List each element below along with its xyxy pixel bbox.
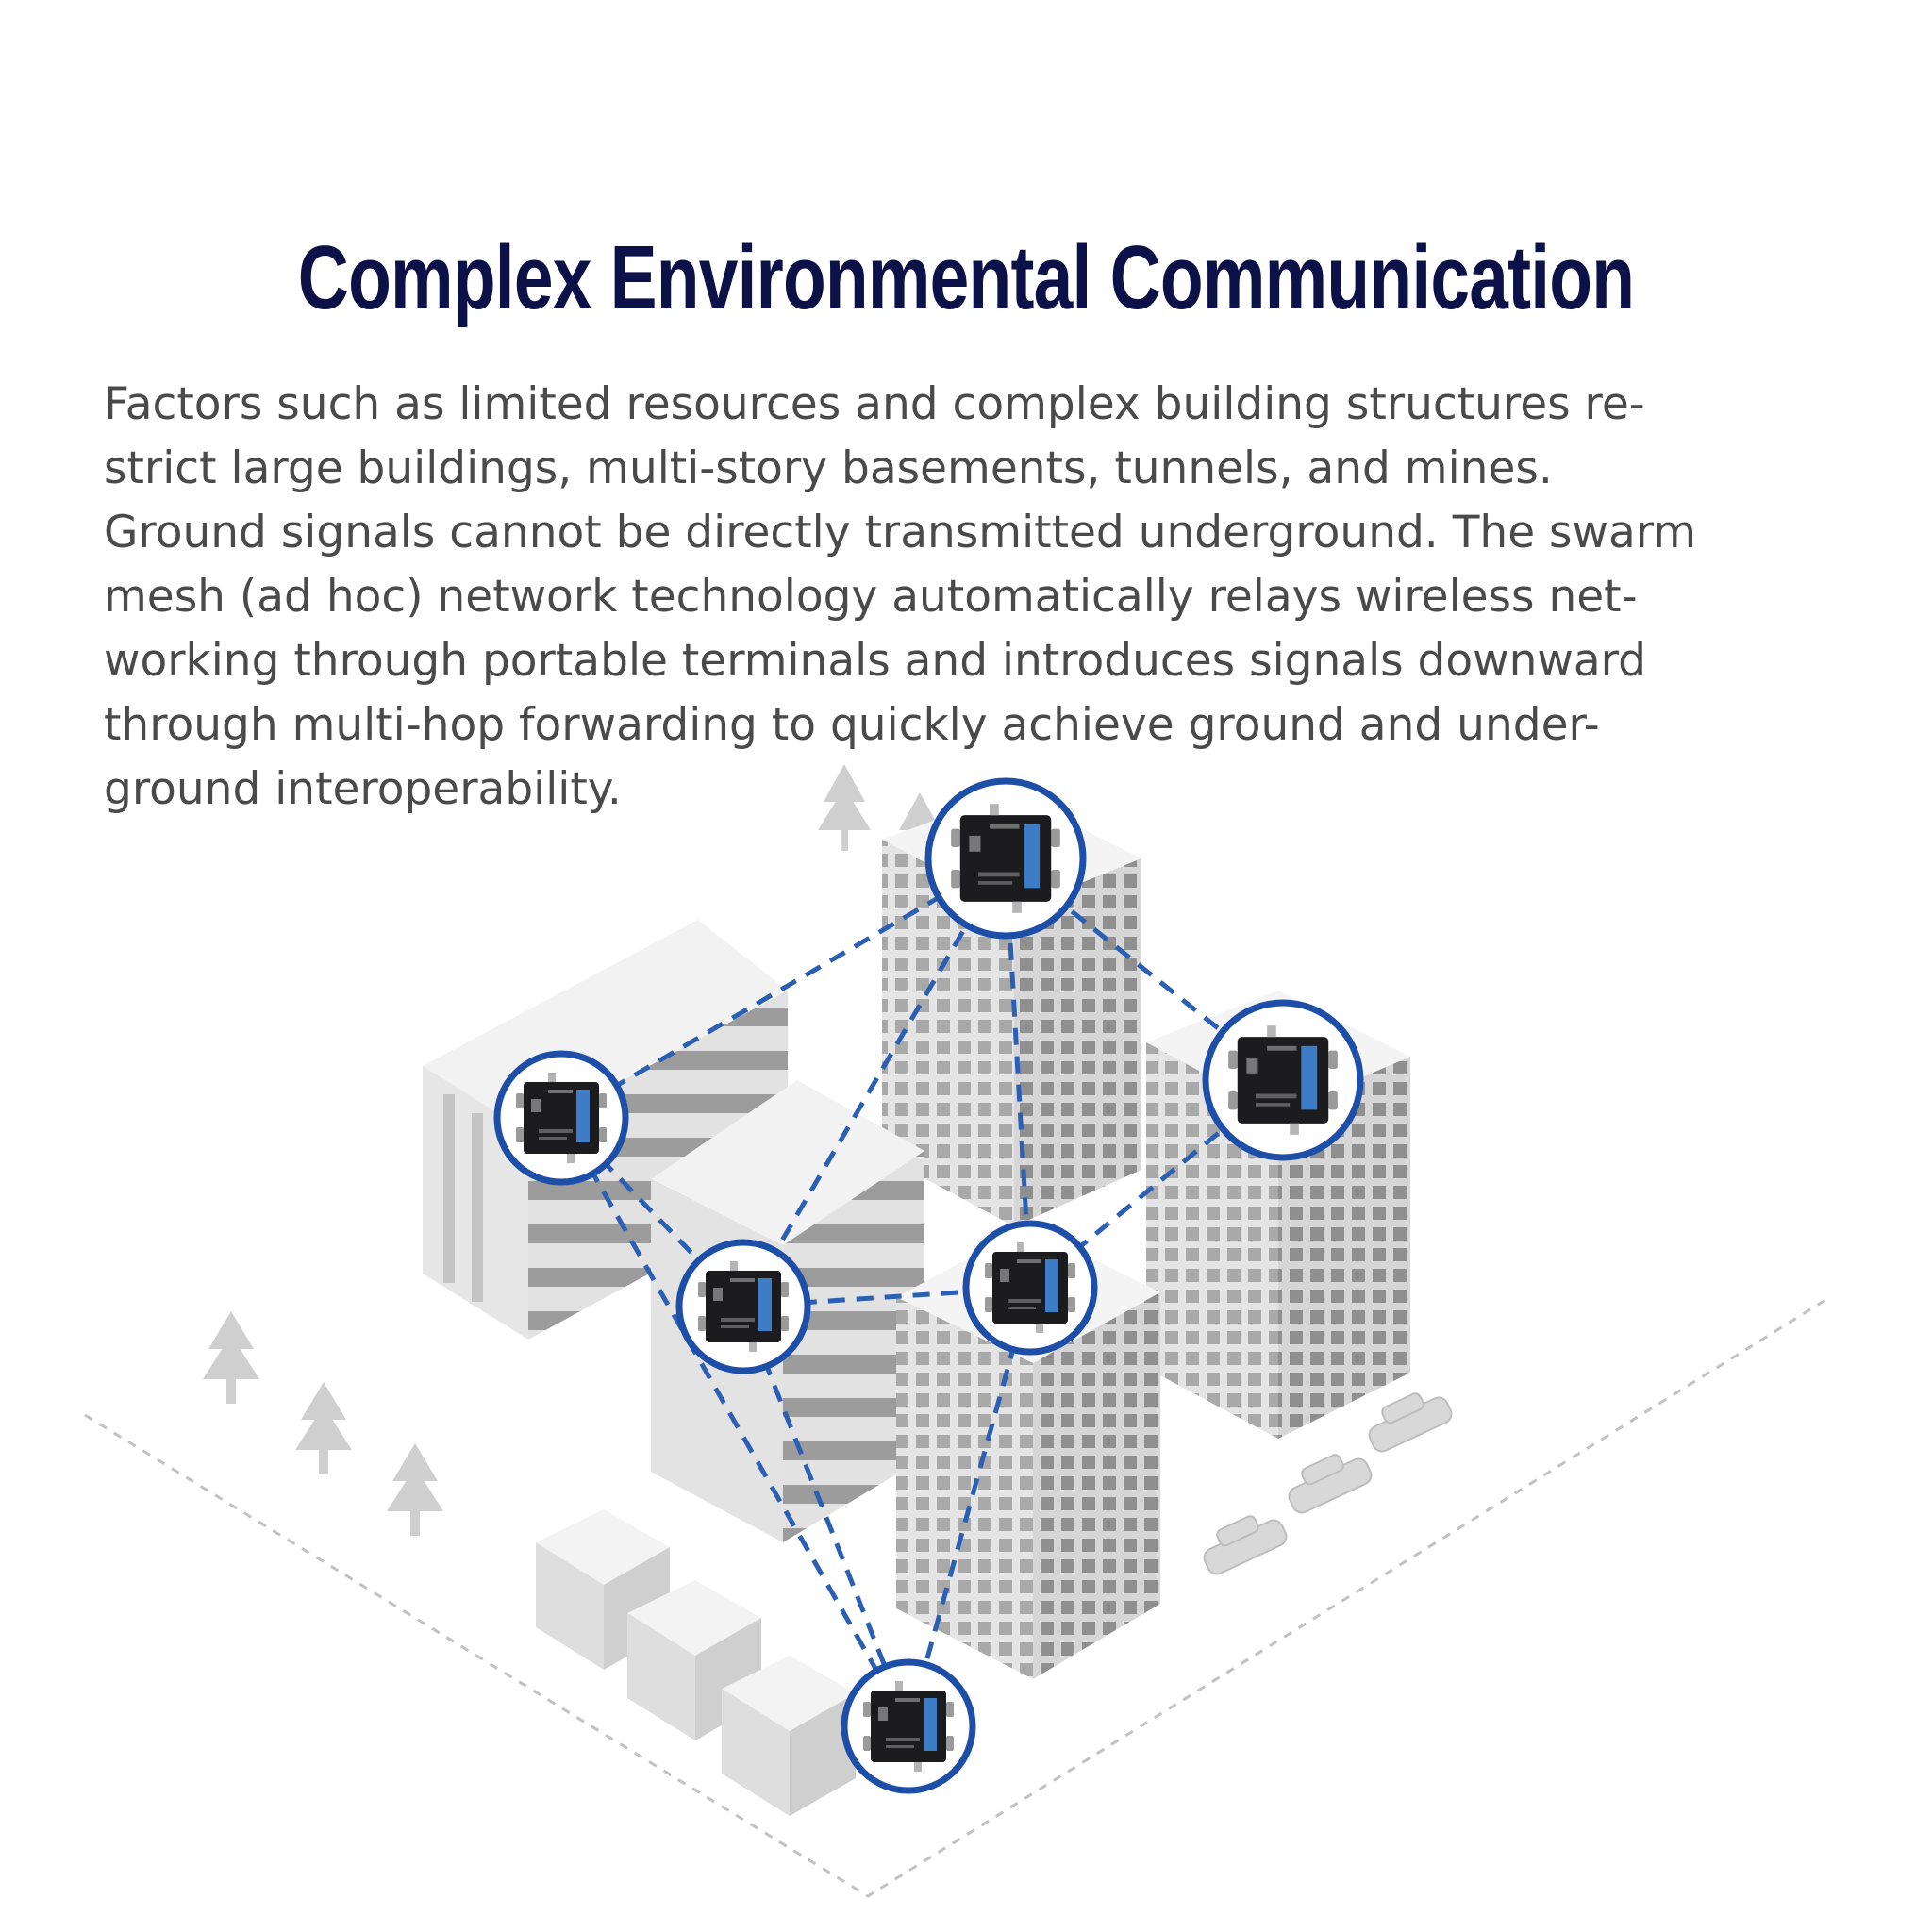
description-line: through multi-hop forwarding to quickly … [104, 699, 1600, 751]
mesh-nodes [493, 777, 1364, 1794]
mesh-link-left-top [559, 856, 1008, 1121]
description-paragraph: Factors such as limited resources and co… [104, 373, 1868, 822]
device-node-center-left [675, 1239, 811, 1374]
device-node-right [1202, 999, 1364, 1161]
router-device-icon [1228, 1025, 1338, 1135]
device-node-center-right [962, 1220, 1098, 1356]
router-device-icon [516, 1073, 607, 1163]
device-node-bottom [841, 1658, 976, 1794]
description-line: mesh (ad hoc) network technology automat… [104, 571, 1638, 623]
mesh-link-left-bottom [558, 1116, 911, 1728]
router-device-icon [951, 804, 1060, 913]
router-device-icon [863, 1681, 954, 1772]
description-line: strict large buildings, multi-story base… [104, 442, 1553, 494]
router-device-icon [985, 1242, 1075, 1333]
page-title: Complex Environmental Communication [297, 227, 1635, 328]
description-line: Ground signals cannot be directly transm… [104, 507, 1697, 558]
description-line: ground interoperability. [104, 763, 622, 815]
device-node-left [493, 1050, 629, 1186]
ground-outline [84, 1295, 1831, 1898]
mesh-link-center-left-bottom [741, 1306, 911, 1727]
car-icon [1203, 1392, 1453, 1575]
router-device-icon [698, 1261, 789, 1352]
description-line: Factors such as limited resources and co… [104, 378, 1645, 430]
mesh-link-top-center-left [741, 857, 1008, 1308]
container-row [536, 1509, 856, 1816]
device-node-top [924, 777, 1087, 940]
mesh-link-center-right-bottom [906, 1287, 1033, 1727]
description-line: working through portable terminals and i… [104, 635, 1646, 687]
building-tower-top [882, 792, 1141, 1226]
